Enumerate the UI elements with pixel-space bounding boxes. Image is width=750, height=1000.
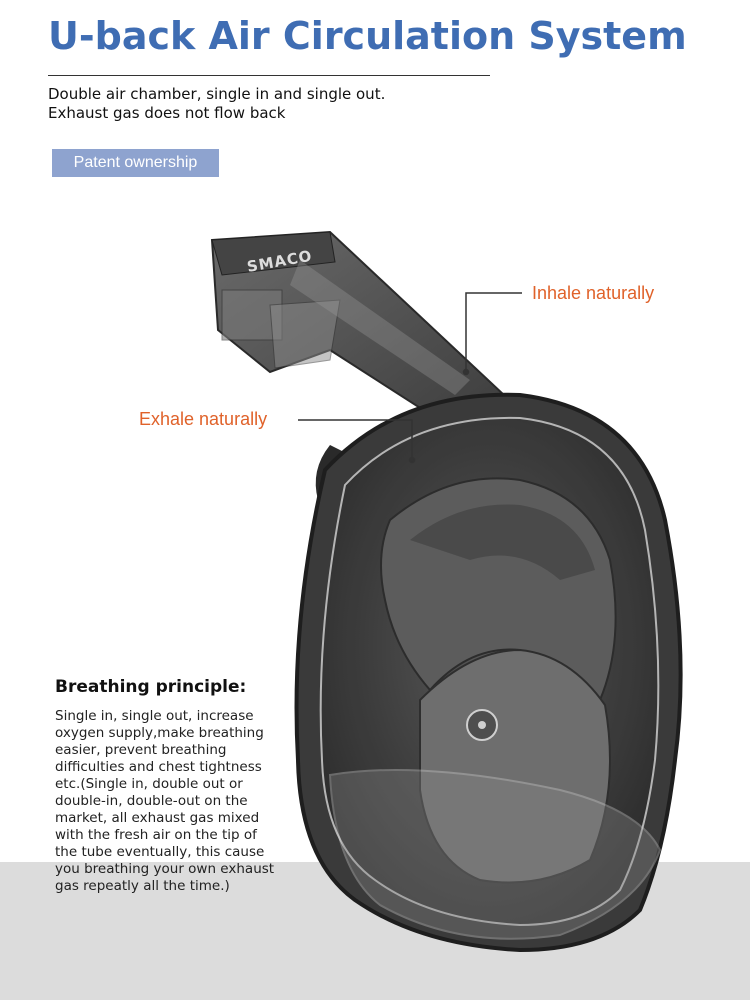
patent-badge: Patent ownership xyxy=(52,149,219,177)
principle-line: etc.(Single in, double out or xyxy=(55,776,243,792)
inhale-label: Inhale naturally xyxy=(532,283,655,303)
principle-line: you breathing your own exhaust xyxy=(55,861,275,877)
principle-heading: Breathing principle: xyxy=(55,677,247,697)
principle-line: the tube eventually, this cause xyxy=(55,844,265,860)
principle-line: Single in, single out, increase xyxy=(55,708,254,724)
subtitle-line-2: Exhaust gas does not flow back xyxy=(48,104,286,122)
principle-line: with the fresh air on the tip of xyxy=(55,827,257,843)
principle-line: difficulties and chest tightness xyxy=(55,759,262,775)
inhale-callout-line xyxy=(462,292,522,376)
principle-line: market, all exhaust gas mixed xyxy=(55,810,260,826)
face-seal xyxy=(380,477,617,884)
title-divider xyxy=(48,75,490,76)
subtitle: Double air chamber, single in and single… xyxy=(48,85,385,123)
page-title: U-back Air Circulation System xyxy=(48,14,687,58)
chin-guard xyxy=(328,769,662,940)
snorkel-tube xyxy=(210,230,522,442)
principle-line: oxygen supply,make breathing xyxy=(55,725,264,741)
exhale-label: Exhale naturally xyxy=(139,409,268,429)
principle-line: double-in, double-out on the xyxy=(55,793,248,809)
principle-line: easier, prevent breathing xyxy=(55,742,227,758)
principle-line: gas repeatly all the time.) xyxy=(55,878,230,894)
exhaust-valve-icon xyxy=(466,709,498,741)
principle-text: Single in, single out, increase oxygen s… xyxy=(55,708,295,895)
subtitle-line-1: Double air chamber, single in and single… xyxy=(48,85,386,103)
exhale-callout-line xyxy=(298,419,416,464)
